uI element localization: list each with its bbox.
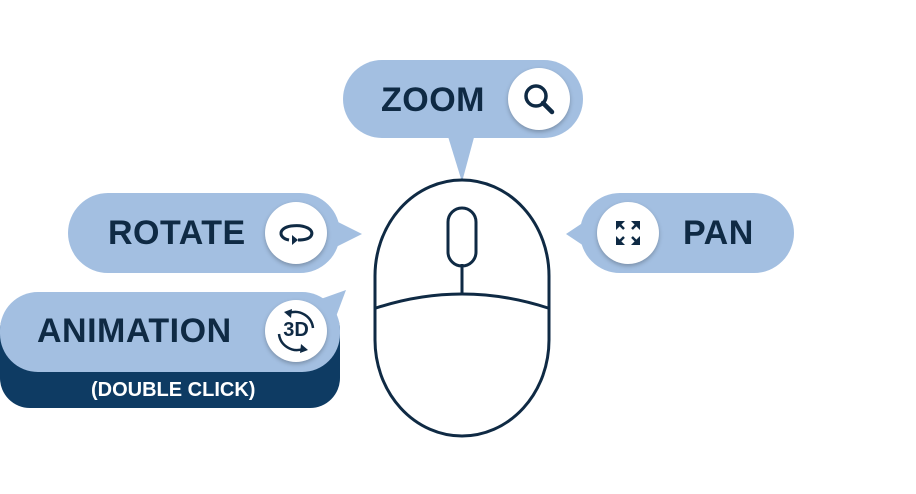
pan-label: PAN bbox=[683, 214, 754, 252]
pan-pointer bbox=[566, 218, 590, 250]
animation-pointer bbox=[318, 290, 346, 322]
mouse-body bbox=[373, 178, 551, 438]
mouse-button-divider bbox=[375, 292, 549, 310]
zoom-pointer bbox=[446, 130, 476, 182]
zoom-label: ZOOM bbox=[381, 81, 485, 119]
animation-label: ANIMATION bbox=[37, 312, 232, 350]
rotate-arrow-icon bbox=[265, 202, 327, 264]
3d-icon-text: 3D bbox=[283, 319, 309, 341]
mouse-illustration bbox=[373, 178, 551, 438]
3d-rotate-icon: 3D bbox=[265, 300, 327, 362]
animation-sub-label: (DOUBLE CLICK) bbox=[91, 379, 256, 401]
rotate-pointer bbox=[330, 218, 362, 250]
animation-bubble bbox=[0, 292, 340, 372]
rotate-label: ROTATE bbox=[108, 214, 246, 252]
mouse-scroll-wheel bbox=[446, 206, 478, 268]
expand-arrows-icon bbox=[597, 202, 659, 264]
magnifier-icon bbox=[508, 68, 570, 130]
